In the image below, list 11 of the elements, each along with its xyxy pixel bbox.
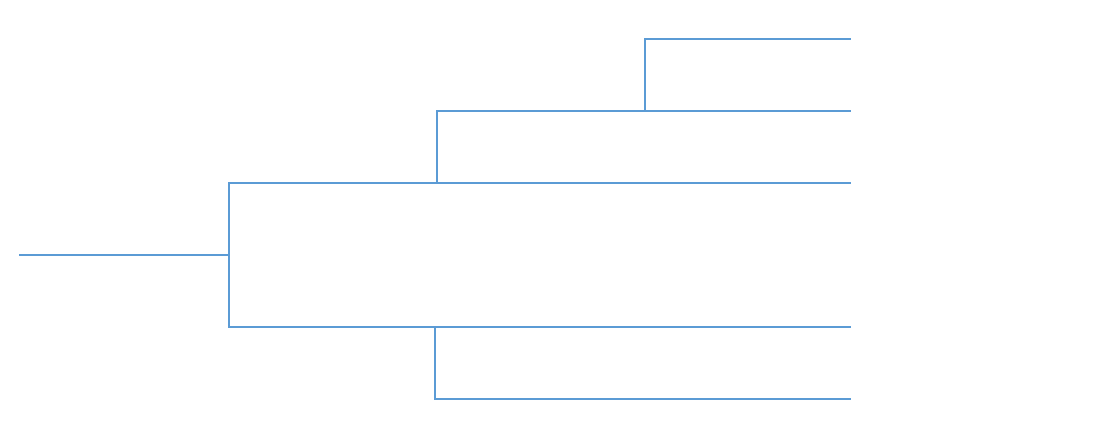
tree-branch-line bbox=[19, 254, 230, 256]
tree-branch-line bbox=[436, 110, 851, 112]
branch-connector bbox=[228, 183, 230, 255]
tree-branch-line bbox=[228, 182, 851, 184]
branch-connector bbox=[644, 39, 646, 111]
branch-connector bbox=[228, 255, 230, 327]
tree-branch-line bbox=[228, 326, 851, 328]
branch-connector bbox=[436, 111, 438, 183]
tree-branch-line bbox=[644, 38, 851, 40]
branch-connector bbox=[434, 327, 436, 399]
tree-branch-line bbox=[434, 398, 851, 400]
